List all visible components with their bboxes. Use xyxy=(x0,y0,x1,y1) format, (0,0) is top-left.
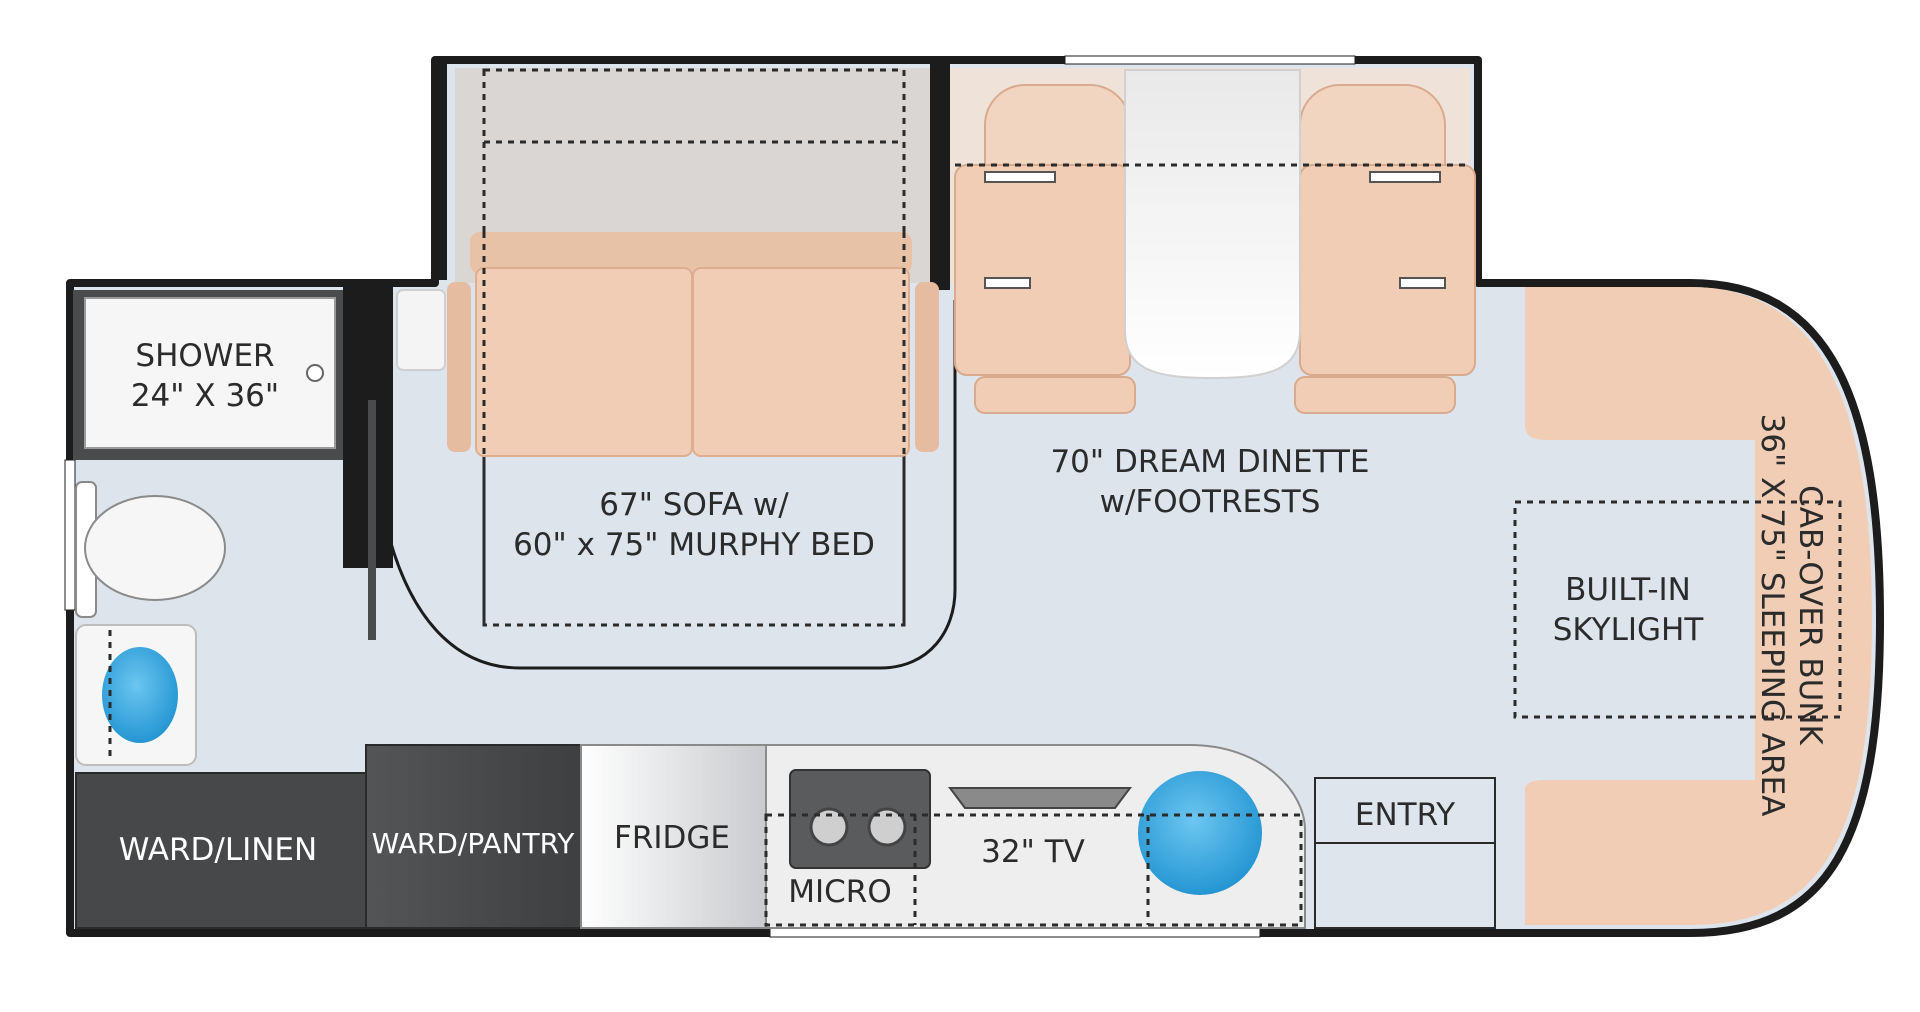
shower-drain-icon xyxy=(306,364,324,382)
dinette-label-line1: 70" DREAM DINETTE xyxy=(1050,444,1369,480)
sofa-cushion-right xyxy=(692,267,910,457)
kitchen-sink-icon[interactable] xyxy=(1138,771,1262,895)
seatbelt-left-lower xyxy=(984,277,1031,289)
seatbelt-left-upper xyxy=(984,171,1056,183)
toilet-bowl-icon[interactable] xyxy=(84,495,226,601)
bottom-window xyxy=(769,927,1261,938)
entry-label: ENTRY xyxy=(1355,797,1455,833)
sofa-arm-left xyxy=(447,282,471,452)
shower-label-line1: SHOWER xyxy=(135,338,274,374)
sofa-cushion-left xyxy=(475,267,693,457)
bunk-label-line2: 36" X 75" SLEEPING AREA xyxy=(1754,414,1790,817)
shower[interactable] xyxy=(84,297,336,449)
dinette-footrest-right xyxy=(1294,376,1456,414)
ward-linen-label: WARD/LINEN xyxy=(119,832,317,868)
skylight-outline xyxy=(1513,500,1842,719)
left-window xyxy=(64,459,76,611)
slideout-divider-wall xyxy=(930,60,950,290)
bunk-label-line1: CAB-OVER BUNK xyxy=(1792,485,1828,745)
seatbelt-right-lower xyxy=(1399,277,1446,289)
skylight-label-line2: SKYLIGHT xyxy=(1553,612,1705,648)
seatbelt-right-upper xyxy=(1369,171,1441,183)
dinette-bench-left-seat xyxy=(954,164,1131,376)
bottom-cabinets xyxy=(75,744,1496,929)
microwave-stovetop[interactable] xyxy=(789,769,931,869)
cab-over-bunk-area xyxy=(1525,287,1872,925)
fridge-label: FRIDGE xyxy=(614,820,730,856)
cab-over-bunk[interactable] xyxy=(1513,287,1872,925)
entry-step[interactable] xyxy=(1314,777,1496,929)
end-table xyxy=(396,289,446,371)
skylight-label-line1: BUILT-IN xyxy=(1565,572,1691,608)
bathroom xyxy=(73,283,393,766)
dinette-footrest-left xyxy=(974,376,1136,414)
shower-label-line2: 24" X 36" xyxy=(131,378,279,414)
dinette-bench-right-seat xyxy=(1299,164,1476,376)
bathroom-door[interactable] xyxy=(368,400,376,640)
sofa[interactable] xyxy=(447,232,939,625)
burner-right-icon xyxy=(867,807,907,847)
kitchen-dotted-outline xyxy=(764,813,1303,927)
dinette[interactable] xyxy=(950,68,1476,414)
bath-sink-icon[interactable] xyxy=(102,647,178,743)
ward-pantry-cabinet[interactable] xyxy=(365,744,582,929)
tv-icon[interactable] xyxy=(948,787,1132,809)
sofa-label-line2: 60" x 75" MURPHY BED xyxy=(513,527,875,563)
ward-pantry-label: WARD/PANTRY xyxy=(372,827,576,860)
sofa-floor-outline xyxy=(388,300,957,670)
dinette-table xyxy=(1124,69,1301,380)
sofa-label-line1: 67" SOFA w/ xyxy=(599,487,789,523)
sofa-arm-right xyxy=(915,282,939,452)
fridge[interactable] xyxy=(580,744,767,929)
ward-linen-cabinet[interactable] xyxy=(75,772,367,929)
dinette-label-line2: w/FOOTRESTS xyxy=(1100,484,1321,520)
top-window xyxy=(1064,55,1356,65)
slideout-left-wall xyxy=(431,60,447,280)
burner-left-icon xyxy=(809,807,849,847)
sofa-back xyxy=(470,232,912,274)
tv-label: 32" TV xyxy=(981,834,1085,870)
micro-label: MICRO xyxy=(788,874,891,910)
